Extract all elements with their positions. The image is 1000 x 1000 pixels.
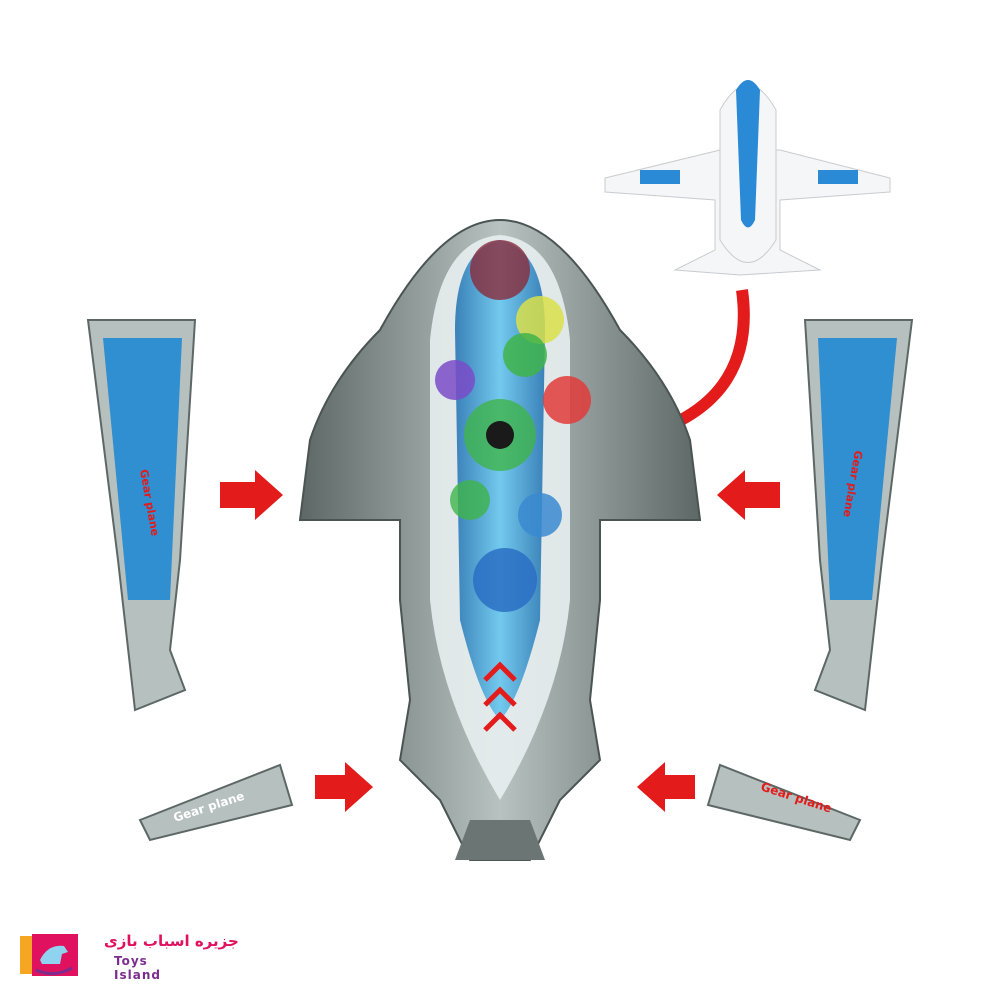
plane-body (298, 218, 702, 861)
logo-text-en: Toys Island (114, 954, 161, 982)
brand-logo: جزیره اسباب بازی Toys Island (18, 930, 239, 982)
arrow-left-icon (637, 762, 695, 812)
left-tail-fin-part: Gear plane (138, 763, 294, 842)
arrow-left-icon (717, 470, 780, 520)
arrow-right-icon (315, 762, 373, 812)
right-tail-fin-part: Gear plane (706, 763, 862, 842)
rocking-horse-icon (20, 934, 78, 976)
left-wing-part: Gear plane (86, 319, 197, 712)
logo-text-fa: جزیره اسباب بازی (104, 932, 239, 950)
gears (435, 240, 591, 612)
right-wing-part: Gear plane (803, 319, 914, 712)
assembled-plane-icon (604, 80, 891, 276)
arrow-right-icon (220, 470, 283, 520)
